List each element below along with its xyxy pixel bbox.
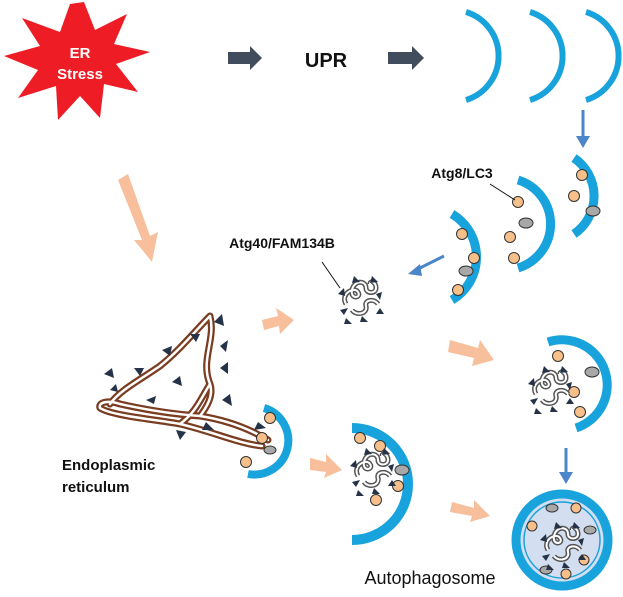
endoplasmic-reticulum — [96, 312, 293, 479]
arrow-stress-to-upr — [228, 46, 262, 70]
receptor-pointer — [321, 261, 341, 289]
er-fragment-with-receptors — [338, 276, 384, 324]
receptor-label: Atg40/FAM134B — [229, 235, 335, 251]
er-stress-label: ER — [70, 45, 91, 62]
arrow-to-autophagosome-head — [559, 472, 573, 484]
phagophore-membrane — [465, 9, 502, 103]
er-label: Endoplasmic — [62, 457, 155, 474]
phagophore-capturing-fragment — [528, 335, 612, 433]
lc3-phagophore — [449, 210, 481, 304]
arrow-upr-to-membranes — [388, 46, 424, 70]
arrow-er-to-lower-capture — [310, 454, 342, 478]
upr-label: UPR — [305, 50, 348, 72]
arrow-fragment-to-capture — [448, 340, 494, 366]
arrow-stress-to-er — [118, 174, 158, 262]
lc3-phagophore — [568, 154, 601, 238]
arrow-lower-capture-to-autophagosome — [450, 500, 490, 522]
er-stress-label-line2: Stress — [57, 66, 103, 83]
phagophore-engulfing-fragment — [350, 423, 413, 545]
autophagosome-label: Autophagosome — [364, 568, 495, 588]
autophagosome — [511, 489, 613, 591]
er-label-line2: reticulum — [62, 479, 130, 496]
phagophore-membrane — [529, 9, 566, 103]
lc3-phagophore — [504, 175, 555, 273]
atg8-lc3-label: Atg8/LC3 — [431, 165, 493, 181]
phagophore-membrane — [585, 9, 622, 103]
arrow-er-to-fragment — [262, 308, 294, 334]
er-stress-starburst — [4, 2, 150, 120]
atg8-lc3-pointer — [489, 183, 516, 201]
arrow-phagophore-to-receptor-head — [408, 264, 422, 276]
arrow-membrane-down-head — [576, 136, 590, 148]
